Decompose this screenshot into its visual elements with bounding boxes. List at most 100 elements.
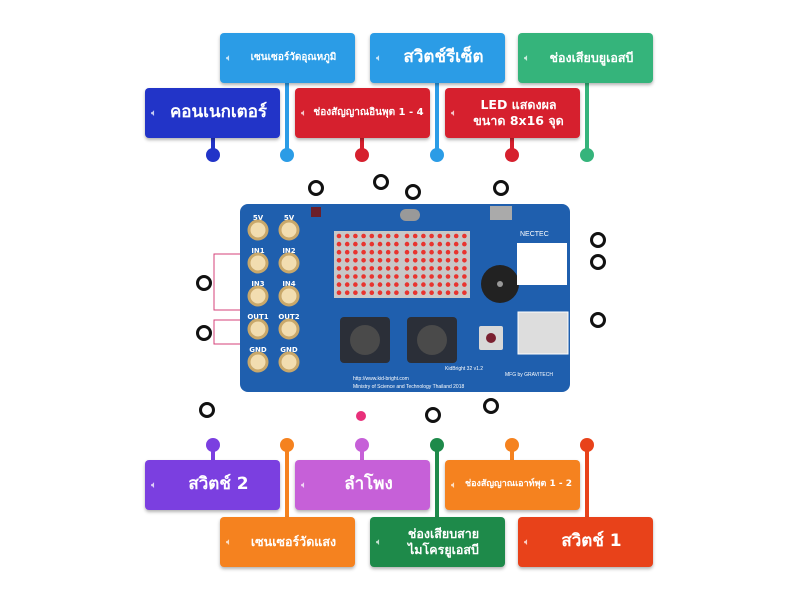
label-pin[interactable] — [505, 438, 519, 452]
led-dot — [412, 274, 418, 279]
pin-label: OUT1 — [247, 313, 268, 321]
label-pin[interactable] — [280, 148, 294, 162]
led-dot — [377, 290, 383, 296]
speaker-icon[interactable]: 🔈︎ — [376, 536, 382, 548]
led-dot — [385, 266, 391, 271]
led-dot — [385, 290, 391, 296]
led-dot — [421, 266, 426, 271]
label-pin[interactable] — [355, 438, 369, 452]
speaker-icon[interactable]: 🔈︎ — [151, 479, 157, 491]
label-reset-switch[interactable]: 🔈︎สวิตช์รีเซ็ต — [370, 33, 505, 83]
drop-target[interactable] — [373, 174, 389, 190]
led-dot — [336, 233, 342, 239]
led-dot — [445, 290, 451, 296]
label-text: เซนเซอร์วัดแสง — [250, 534, 337, 550]
label-text: ช่องเสียบยูเอสบี — [549, 50, 634, 66]
drop-target-filled[interactable] — [356, 411, 366, 421]
led-dot — [377, 249, 383, 255]
pin-label: IN1 — [251, 247, 264, 255]
drop-target[interactable] — [493, 180, 509, 196]
led-dot — [336, 258, 342, 263]
drop-target[interactable] — [590, 232, 606, 248]
led-dot — [353, 282, 358, 287]
led-dot — [437, 258, 443, 263]
pin-jack — [247, 351, 269, 373]
speaker-icon[interactable]: 🔈︎ — [151, 107, 157, 119]
speaker-icon[interactable]: 🔈︎ — [524, 536, 530, 548]
led-dot — [377, 274, 383, 279]
label-pin[interactable] — [280, 438, 294, 452]
led-dot — [361, 258, 366, 263]
led-dot — [336, 282, 342, 287]
pin-label: OUT2 — [278, 313, 299, 321]
led-dot — [462, 282, 467, 287]
pin-jack — [278, 219, 300, 241]
drop-target[interactable] — [196, 275, 212, 291]
switch-1-graphic — [340, 317, 390, 363]
led-dot — [369, 266, 375, 271]
connector-line — [211, 133, 215, 153]
led-dot — [344, 249, 350, 255]
led-dot — [453, 241, 459, 247]
speaker-icon[interactable]: 🔈︎ — [226, 536, 232, 548]
led-dot — [344, 241, 350, 247]
label-output-channels[interactable]: 🔈︎ช่องสัญญาณเอาท์พุต 1 - 2 — [445, 460, 580, 510]
drop-target[interactable] — [199, 402, 215, 418]
led-dot — [369, 241, 375, 247]
drop-target[interactable] — [425, 407, 441, 423]
pin-jack — [278, 252, 300, 274]
speaker-icon[interactable]: 🔈︎ — [451, 479, 457, 491]
led-dot — [404, 233, 410, 239]
maker-text: MFG by GRAVITECH — [505, 372, 553, 378]
speaker-icon[interactable]: 🔈︎ — [226, 52, 232, 64]
label-micro-usb[interactable]: 🔈︎ช่องเสียบสาย ไมโครยูเอสบี — [370, 517, 505, 567]
label-pin[interactable] — [580, 148, 594, 162]
led-dot — [445, 241, 451, 247]
drop-target[interactable] — [196, 325, 212, 341]
led-dot — [377, 266, 383, 271]
speaker-icon[interactable]: 🔈︎ — [451, 107, 457, 119]
speaker-icon[interactable]: 🔈︎ — [301, 479, 307, 491]
led-dot — [394, 241, 399, 247]
drop-target[interactable] — [405, 184, 421, 200]
label-temp-sensor[interactable]: 🔈︎เซนเซอร์วัดอุณหภูมิ — [220, 33, 355, 83]
label-pin[interactable] — [355, 148, 369, 162]
label-input-channels[interactable]: 🔈︎ ช่องสัญญาณอินพุต 1 - 4 — [295, 88, 430, 138]
label-pin[interactable] — [206, 438, 220, 452]
drop-target[interactable] — [590, 312, 606, 328]
led-dot — [353, 274, 358, 279]
led-dot — [453, 274, 459, 279]
led-dot — [344, 290, 350, 296]
label-pin[interactable] — [580, 438, 594, 452]
label-switch-2[interactable]: 🔈︎สวิตช์ 2 — [145, 460, 280, 510]
label-pin[interactable] — [430, 438, 444, 452]
label-pin[interactable] — [505, 148, 519, 162]
led-dot — [404, 274, 410, 279]
speaker-icon[interactable]: 🔈︎ — [301, 107, 307, 119]
led-dot — [421, 258, 426, 263]
label-led-matrix[interactable]: 🔈︎LED แสดงผล ขนาด 8x16 จุด — [445, 88, 580, 138]
label-light-sensor[interactable]: 🔈︎ เซนเซอร์วัดแสง — [220, 517, 355, 567]
led-dot — [421, 233, 426, 239]
led-dot — [361, 233, 366, 239]
label-usb-port[interactable]: 🔈︎ ช่องเสียบยูเอสบี — [518, 33, 653, 83]
drop-target[interactable] — [308, 180, 324, 196]
connector-line — [285, 443, 289, 522]
model-text: KidBright 32 v1.2 — [445, 366, 483, 372]
speaker-icon[interactable]: 🔈︎ — [376, 52, 382, 64]
label-text: ช่องสัญญาณอินพุต 1 - 4 — [313, 106, 424, 118]
connector-line — [435, 78, 439, 153]
label-speaker[interactable]: 🔈︎ลำโพง — [295, 460, 430, 510]
led-dot — [369, 282, 375, 287]
led-dot — [344, 282, 350, 287]
led-dot — [369, 290, 375, 296]
pin-label: IN4 — [282, 280, 295, 288]
drop-target[interactable] — [590, 254, 606, 270]
label-pin[interactable] — [206, 148, 220, 162]
drop-target[interactable] — [483, 398, 499, 414]
speaker-icon[interactable]: 🔈︎ — [524, 52, 530, 64]
label-connector[interactable]: 🔈︎คอนเนกเตอร์ — [145, 88, 280, 138]
label-pin[interactable] — [430, 148, 444, 162]
label-switch-1[interactable]: 🔈︎สวิตช์ 1 — [518, 517, 653, 567]
usb-a-port-graphic — [517, 311, 569, 355]
